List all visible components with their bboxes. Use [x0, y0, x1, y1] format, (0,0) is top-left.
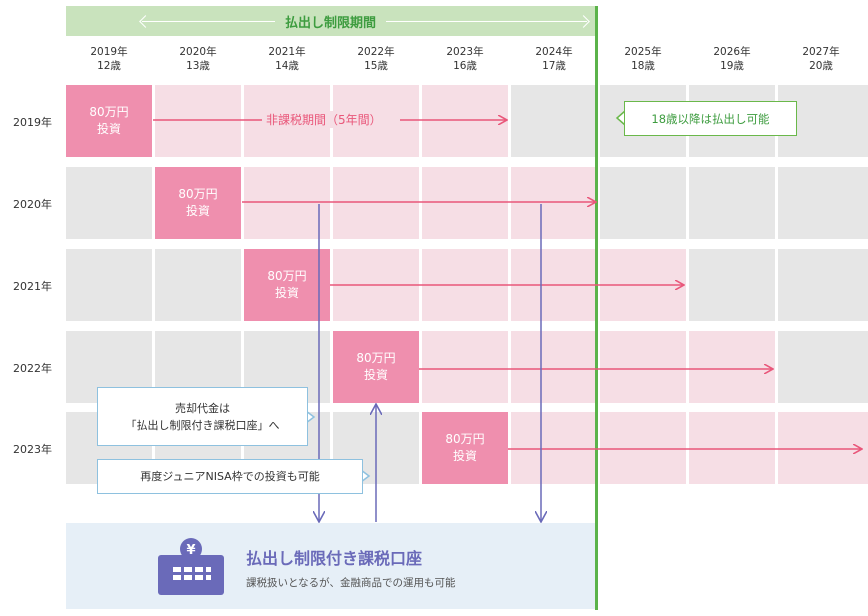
grid-cell — [66, 167, 152, 239]
column-header: 2023年 16歳 — [421, 45, 509, 73]
reinvest-callout: 再度ジュニアNISA枠での投資も可能 — [97, 459, 363, 494]
row-label: 2023年 — [13, 443, 52, 456]
withdraw-after-18-callout: 18歳以降は払出し可能 — [624, 101, 797, 136]
sale-proceeds-line2: 「払出し制限付き課税口座」へ — [125, 418, 280, 432]
row-label: 2021年 — [13, 280, 52, 293]
grid-cell — [155, 249, 241, 321]
callout-pointer-18 — [615, 110, 626, 126]
investment-box: 80万円 投資 — [155, 167, 241, 239]
callout-pointer-sale — [305, 410, 316, 424]
column-year: 2026年 — [713, 46, 751, 58]
column-header: 2026年 19歳 — [688, 45, 776, 73]
reinvest-text: 再度ジュニアNISA枠での投資も可能 — [140, 470, 320, 483]
column-age: 13歳 — [186, 60, 210, 72]
tax-free-cell — [155, 85, 241, 157]
column-age: 17歳 — [542, 60, 566, 72]
column-age: 20歳 — [809, 60, 833, 72]
investment-box: 80万円 投資 — [422, 412, 508, 484]
investment-box: 80万円 投資 — [66, 85, 152, 157]
grid-cell — [511, 85, 597, 157]
tax-free-cell — [689, 412, 775, 484]
column-year: 2019年 — [90, 46, 128, 58]
tax-free-cell — [511, 331, 597, 403]
column-year: 2020年 — [179, 46, 217, 58]
grid-cell — [600, 167, 686, 239]
grid-cell — [689, 249, 775, 321]
tax-free-cell — [244, 167, 330, 239]
tax-free-period-label: 非課税期間（5年間） — [262, 111, 386, 128]
tax-free-cell — [422, 85, 508, 157]
sale-proceeds-line1: 売却代金は — [175, 401, 230, 415]
column-age: 12歳 — [97, 60, 121, 72]
column-header: 2019年 12歳 — [65, 45, 153, 73]
grid-cell — [778, 167, 868, 239]
bank-yen-icon: ¥ — [158, 538, 224, 595]
tax-free-cell — [422, 331, 508, 403]
account-title: 払出し制限付き課税口座 — [246, 549, 423, 568]
column-year: 2023年 — [446, 46, 484, 58]
grid-cell — [778, 331, 868, 403]
column-age: 15歳 — [364, 60, 388, 72]
column-header: 2020年 13歳 — [154, 45, 242, 73]
tax-free-cell — [600, 412, 686, 484]
account-subtitle: 課税扱いとなるが、金融商品での運用も可能 — [246, 577, 456, 589]
grid-cell — [778, 249, 868, 321]
row-label: 2019年 — [13, 116, 52, 129]
row-label: 2020年 — [13, 198, 52, 211]
svg-text:¥: ¥ — [186, 543, 195, 558]
column-age: 16歳 — [453, 60, 477, 72]
column-header: 2022年 15歳 — [332, 45, 420, 73]
grid-cell — [66, 249, 152, 321]
column-year: 2024年 — [535, 46, 573, 58]
investment-box: 80万円 投資 — [333, 331, 419, 403]
callout-pointer-reinvest — [360, 469, 371, 483]
tax-free-cell — [422, 167, 508, 239]
column-year: 2025年 — [624, 46, 662, 58]
row-label: 2022年 — [13, 362, 52, 375]
column-header: 2025年 18歳 — [599, 45, 687, 73]
tax-free-cell — [600, 331, 686, 403]
column-year: 2027年 — [802, 46, 840, 58]
tax-free-cell — [511, 412, 597, 484]
tax-free-cell — [689, 331, 775, 403]
column-age: 14歳 — [275, 60, 299, 72]
column-age: 18歳 — [631, 60, 655, 72]
tax-free-cell — [333, 167, 419, 239]
tax-free-cell — [511, 167, 597, 239]
grid-cell — [689, 167, 775, 239]
investment-box: 80万円 投資 — [244, 249, 330, 321]
column-year: 2021年 — [268, 46, 306, 58]
restricted-taxable-account-box: ¥ 払出し制限付き課税口座 課税扱いとなるが、金融商品での運用も可能 — [66, 523, 595, 609]
banner-label: 払出し制限期間 — [274, 11, 386, 31]
withdraw-after-18-text: 18歳以降は払出し可能 — [651, 111, 770, 126]
sale-proceeds-callout: 売却代金は 「払出し制限付き課税口座」へ — [97, 387, 308, 446]
age-18-limit-line — [595, 6, 598, 610]
column-header: 2024年 17歳 — [510, 45, 598, 73]
column-header: 2021年 14歳 — [243, 45, 331, 73]
column-header: 2027年 20歳 — [777, 45, 865, 73]
withdrawal-restriction-banner: 払出し制限期間 — [66, 6, 595, 36]
column-age: 19歳 — [720, 60, 744, 72]
column-year: 2022年 — [357, 46, 395, 58]
